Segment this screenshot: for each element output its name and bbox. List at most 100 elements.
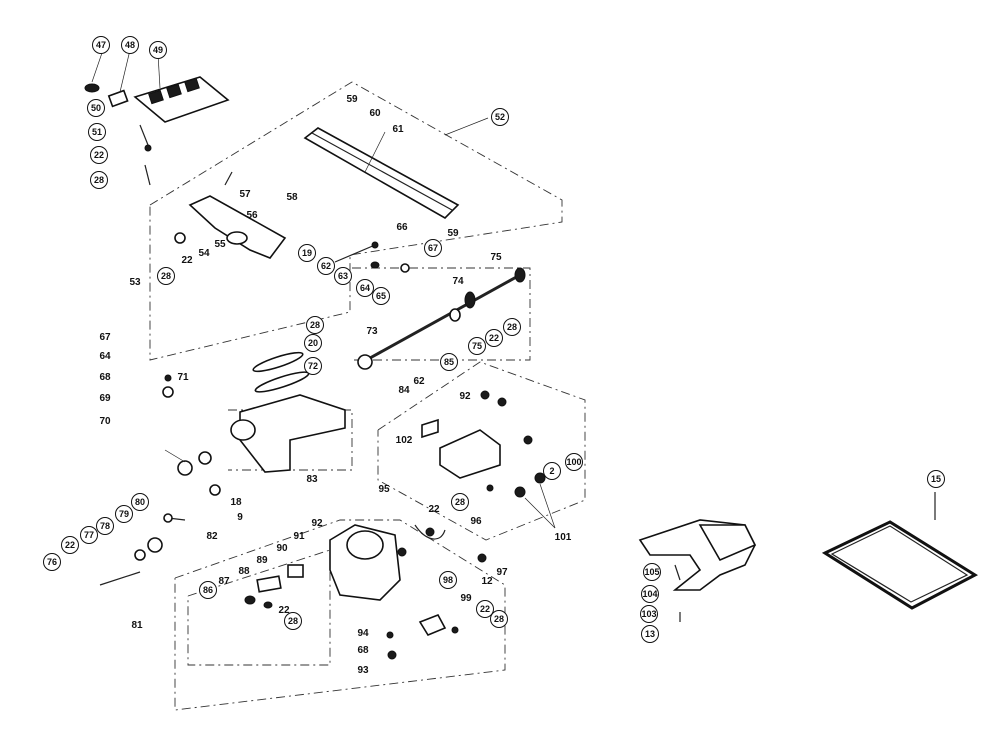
- cover-plate-part: [133, 76, 230, 123]
- callout-64: 64: [356, 279, 374, 297]
- callout-69: 69: [99, 393, 111, 404]
- callout-88: 88: [238, 566, 250, 577]
- leader-lines: [91, 49, 556, 529]
- callout-80: 80: [131, 493, 149, 511]
- callout-71: 71: [177, 372, 189, 383]
- callout-75-b: 75: [468, 337, 486, 355]
- callout-22-d: 22: [61, 536, 79, 554]
- arm-part: [174, 171, 287, 259]
- callout-22-f: 22: [278, 605, 290, 616]
- callout-65: 65: [372, 287, 390, 305]
- callout-76: 76: [43, 553, 61, 571]
- callout-74: 74: [452, 276, 464, 287]
- callout-54: 54: [198, 248, 210, 259]
- callout-59: 59: [346, 94, 358, 105]
- callout-96: 96: [470, 516, 482, 527]
- callout-102: 102: [395, 435, 413, 446]
- callout-79: 79: [115, 505, 133, 523]
- callout-58: 58: [286, 192, 298, 203]
- callout-18: 18: [230, 497, 242, 508]
- callout-91: 91: [293, 531, 305, 542]
- callout-2: 2: [543, 462, 561, 480]
- callout-100: 100: [565, 453, 583, 471]
- screw-shaft-part: [357, 267, 526, 370]
- callout-51: 51: [88, 123, 106, 141]
- callout-86: 86: [199, 581, 217, 599]
- callout-89: 89: [256, 555, 268, 566]
- callout-63: 63: [334, 267, 352, 285]
- callout-92: 92: [459, 391, 471, 402]
- callout-22-c: 22: [485, 329, 503, 347]
- callout-62-b: 62: [413, 376, 425, 387]
- callout-87: 87: [218, 576, 230, 587]
- callout-73: 73: [366, 326, 378, 337]
- callout-103: 103: [640, 605, 658, 623]
- callout-82: 82: [206, 531, 218, 542]
- callout-92-b: 92: [311, 518, 323, 529]
- callout-85: 85: [440, 353, 458, 371]
- callout-105: 105: [643, 563, 661, 581]
- rod-assembly: [334, 241, 410, 273]
- long-bar-part: [303, 127, 460, 219]
- callout-28: 28: [90, 171, 108, 189]
- callout-56: 56: [246, 210, 258, 221]
- callout-55: 55: [214, 239, 226, 250]
- callout-60: 60: [369, 108, 381, 119]
- callout-75: 75: [490, 252, 502, 263]
- callout-20: 20: [304, 334, 322, 352]
- callout-22-b: 22: [181, 255, 193, 266]
- callout-104: 104: [641, 585, 659, 603]
- callout-94: 94: [357, 628, 369, 639]
- callout-28-e: 28: [451, 493, 469, 511]
- callout-22-g: 22: [476, 600, 494, 618]
- callout-68-b: 68: [357, 645, 369, 656]
- plate-part: [821, 492, 979, 610]
- callout-67: 67: [424, 239, 442, 257]
- small-parts-topleft: [84, 83, 152, 186]
- callout-47: 47: [92, 36, 110, 54]
- callout-28-c: 28: [503, 318, 521, 336]
- callout-66: 66: [396, 222, 408, 233]
- callout-68: 68: [99, 372, 111, 383]
- housing-part: [244, 524, 487, 660]
- callout-13: 13: [641, 625, 659, 643]
- callout-12: 12: [481, 576, 493, 587]
- callout-62: 62: [317, 257, 335, 275]
- callout-50: 50: [87, 99, 105, 117]
- callout-64-b: 64: [99, 351, 111, 362]
- callout-61: 61: [392, 124, 404, 135]
- callout-83: 83: [306, 474, 318, 485]
- callout-57: 57: [239, 189, 251, 200]
- callout-48: 48: [121, 36, 139, 54]
- callout-97: 97: [496, 567, 508, 578]
- callout-72: 72: [304, 357, 322, 375]
- callout-22: 22: [90, 146, 108, 164]
- callout-28-d: 28: [306, 316, 324, 334]
- callout-70: 70: [99, 416, 111, 427]
- callout-28-f: 28: [284, 612, 302, 630]
- callout-81: 81: [131, 620, 143, 631]
- callout-49: 49: [149, 41, 167, 59]
- callout-77: 77: [80, 526, 98, 544]
- callout-78: 78: [96, 517, 114, 535]
- callout-101: 101: [554, 532, 572, 543]
- callout-9: 9: [237, 512, 243, 523]
- callout-90: 90: [276, 543, 288, 554]
- callout-52: 52: [491, 108, 509, 126]
- callout-99: 99: [460, 593, 472, 604]
- callout-98: 98: [439, 571, 457, 589]
- callout-28-g: 28: [490, 610, 508, 628]
- callout-28-b: 28: [157, 267, 175, 285]
- callout-59-b: 59: [447, 228, 459, 239]
- callout-84: 84: [398, 385, 410, 396]
- small-parts-left: [99, 374, 221, 586]
- group-outline-tray: [377, 361, 586, 541]
- callout-53: 53: [129, 277, 141, 288]
- group-outline-shaft: [352, 267, 531, 361]
- group-outline-lower: [174, 519, 506, 711]
- callout-19: 19: [298, 244, 316, 262]
- callout-22-e: 22: [428, 504, 440, 515]
- callout-95: 95: [378, 484, 390, 495]
- callout-15: 15: [927, 470, 945, 488]
